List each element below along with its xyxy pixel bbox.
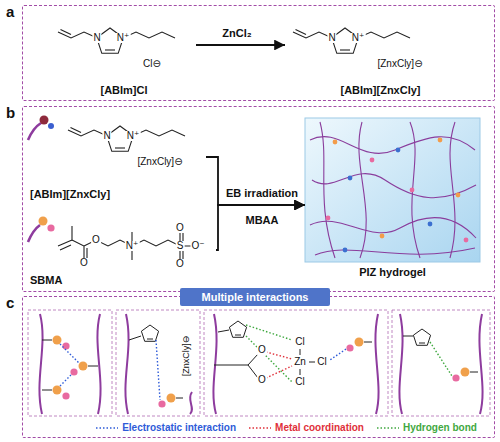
compound-name: [ABIm]Cl	[52, 84, 196, 96]
molecule: [ABIm]Cl	[52, 14, 196, 98]
reagent-label: MBAA	[245, 215, 280, 226]
anion-label: Cl⊖	[142, 59, 162, 69]
legend-text: Electrostatic interaction	[122, 422, 236, 433]
atom-label: N⁺	[351, 33, 366, 43]
legend-text: Metal coordination	[275, 422, 364, 433]
compound-name: [ABIm][ZnxCly]	[28, 188, 206, 200]
atom-label: Cl	[294, 337, 305, 347]
atom-label: N⁺	[116, 33, 131, 43]
atom-label: O⁻	[190, 241, 205, 251]
atom-label: O	[91, 235, 101, 245]
legend-item: Metal coordination	[248, 422, 364, 433]
atom-label: N⁺	[126, 131, 141, 141]
atom-label: N⁺	[125, 241, 140, 251]
panel-letter: b	[6, 104, 15, 121]
banner-text: Multiple interactions	[202, 291, 309, 303]
atom-label: O	[175, 259, 185, 269]
atom-label: Cl	[316, 357, 327, 367]
panel-frame: a[ABIm]Cl[ABIm][ZnxCly]	[22, 5, 495, 101]
legend-swatch	[248, 424, 272, 432]
atom-label: O	[257, 345, 267, 355]
legend-swatch	[95, 424, 119, 432]
condition-label: EB irradiation	[224, 187, 300, 199]
hydrogel-network: PIZ hydrogel	[305, 118, 480, 262]
reaction-arrow	[196, 44, 285, 46]
monomer: SBMA	[28, 212, 216, 288]
atom-label: O	[79, 258, 89, 268]
atom-label: N	[327, 33, 336, 43]
legend-text: Hydrogen bond	[403, 422, 477, 433]
panel-frame: cMultiple interactions	[22, 296, 495, 438]
atom-label: N	[92, 33, 101, 43]
anion-label: [ZnxCly]⊖	[136, 157, 183, 167]
legend-item: Electrostatic interaction	[95, 422, 236, 433]
anion-label: [ZnxCly]⊖	[376, 59, 423, 69]
reaction-arrow	[206, 157, 305, 205]
condition-label: ZnCl₂	[220, 27, 253, 39]
title-banner: Multiple interactions	[180, 288, 330, 306]
atom-label: N	[102, 131, 111, 141]
atom-label: Zn	[293, 357, 307, 367]
anion-label: [ZnxCly]⊖	[182, 335, 191, 378]
panel-letter: a	[6, 3, 14, 20]
atom-label: O	[175, 223, 185, 233]
panel-letter: c	[6, 294, 14, 311]
compound-name: SBMA	[28, 274, 216, 286]
legend-item: Hydrogen bond	[376, 422, 477, 433]
legend-swatch	[376, 424, 400, 432]
legend: Electrostatic interaction Metal coordinat…	[80, 422, 492, 433]
product-name: PIZ hydrogel	[295, 266, 490, 278]
atom-label: O	[257, 375, 267, 385]
atom-label: Cl	[294, 377, 305, 387]
atom-label: S	[176, 241, 185, 251]
reaction-arrow	[216, 205, 305, 250]
compound-name: [ABIm][ZnxCly]	[285, 84, 476, 96]
molecule: [ABIm][ZnxCly]	[285, 14, 476, 98]
